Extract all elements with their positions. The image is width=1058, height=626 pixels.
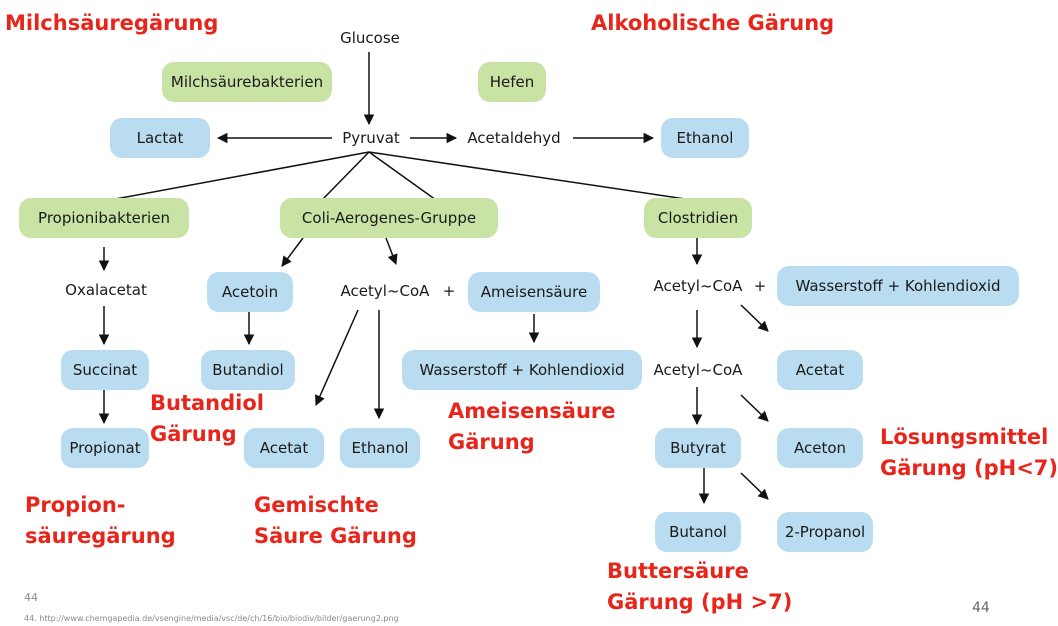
node-2-propanol: 2-Propanol bbox=[777, 512, 873, 552]
node-oxalacetat: Oxalacetat bbox=[65, 281, 147, 299]
node-acetoin: Acetoin bbox=[207, 272, 293, 312]
node-acetaldehyd: Acetaldehyd bbox=[467, 129, 561, 147]
node-acetat-right: Acetat bbox=[777, 350, 863, 390]
node-hefen: Hefen bbox=[478, 62, 546, 102]
line-pyruvat-clostridien bbox=[368, 151, 693, 201]
title-line: Propion- bbox=[25, 493, 126, 517]
line-pyruvat-coli-right bbox=[368, 151, 437, 201]
title-line: Ameisensäure bbox=[448, 399, 616, 423]
title-alkoholische-gaerung: Alkoholische Gärung bbox=[591, 11, 835, 35]
node-propionat: Propionat bbox=[61, 428, 149, 468]
node-lactat: Lactat bbox=[110, 118, 210, 158]
title-line: Lösungsmittel bbox=[880, 425, 1049, 449]
node-wasserstoff-kohlendioxid-mid: Wasserstoff + Kohlendioxid bbox=[402, 350, 642, 390]
node-acetylcoa-right-1: Acetyl~CoA bbox=[653, 277, 743, 295]
node-pyruvat: Pyruvat bbox=[342, 129, 400, 147]
title-gemischte-saeure-gaerung: Gemischte Säure Gärung bbox=[254, 490, 417, 552]
title-milchsaeuregaerung: Milchsäuregärung bbox=[5, 11, 219, 35]
node-milchsaeurebakterien: Milchsäurebakterien bbox=[162, 62, 332, 102]
node-butyrat: Butyrat bbox=[655, 428, 741, 468]
title-line: Gärung (pH<7) bbox=[880, 456, 1058, 480]
line-pyruvat-coli-left bbox=[321, 151, 370, 201]
node-coli-aerogenes-gruppe: Coli-Aerogenes-Gruppe bbox=[280, 198, 498, 238]
line-pyruvat-propioni bbox=[109, 151, 370, 201]
arrow-acetylcoa-diag-2 bbox=[740, 394, 769, 422]
title-line: Butandiol bbox=[150, 391, 264, 415]
title-loesungsmittel-gaerung: Lösungsmittel Gärung (pH<7) bbox=[880, 422, 1058, 484]
arrow-coli-acetoin bbox=[281, 237, 304, 267]
node-butandiol: Butandiol bbox=[201, 350, 295, 390]
node-ethanol-top: Ethanol bbox=[661, 118, 749, 158]
title-line: Gärung bbox=[150, 422, 237, 446]
plus-sign: + bbox=[753, 277, 767, 295]
node-ameisensaeure: Ameisensäure bbox=[468, 272, 600, 312]
arrow-acetylcoa-acetat bbox=[315, 309, 359, 406]
node-aceton: Aceton bbox=[777, 428, 863, 468]
node-glucose: Glucose bbox=[340, 29, 400, 47]
plus-sign: + bbox=[442, 282, 456, 300]
title-propionsaeuregaerung: Propion- säuregärung bbox=[25, 490, 176, 552]
node-propionibakterien: Propionibakterien bbox=[19, 198, 189, 238]
node-butanol: Butanol bbox=[655, 512, 741, 552]
title-line: Gemischte bbox=[254, 493, 379, 517]
title-line: Säure Gärung bbox=[254, 524, 417, 548]
arrow-coli-acetylcoa bbox=[385, 237, 398, 265]
title-line: Gärung (pH >7) bbox=[607, 590, 793, 614]
title-buttersaeure-gaerung: Buttersäure Gärung (pH >7) bbox=[607, 556, 792, 618]
arrow-acetylcoa-diag-1 bbox=[740, 304, 769, 332]
source-citation: 44. http://www.chemgapedia.de/vsengine/m… bbox=[24, 614, 399, 623]
arrow-butyrat-diag bbox=[740, 472, 769, 500]
node-ethanol-mid: Ethanol bbox=[340, 428, 420, 468]
node-acetat-mid: Acetat bbox=[244, 428, 324, 468]
node-acetylcoa-right-2: Acetyl~CoA bbox=[653, 361, 743, 379]
node-acetylcoa-mid: Acetyl~CoA bbox=[340, 282, 430, 300]
node-wasserstoff-kohlendioxid-right: Wasserstoff + Kohlendioxid bbox=[777, 266, 1019, 306]
node-succinat: Succinat bbox=[61, 350, 149, 390]
title-ameisensaeure-gaerung: Ameisensäure Gärung bbox=[448, 396, 616, 458]
title-line: säuregärung bbox=[25, 524, 176, 548]
slide-number-right: 44 bbox=[972, 600, 990, 616]
title-line: Gärung bbox=[448, 430, 535, 454]
title-line: Buttersäure bbox=[607, 559, 749, 583]
slide-number-left: 44 bbox=[24, 591, 38, 604]
title-butandiol-gaerung: Butandiol Gärung bbox=[150, 388, 264, 450]
node-clostridien: Clostridien bbox=[644, 198, 752, 238]
